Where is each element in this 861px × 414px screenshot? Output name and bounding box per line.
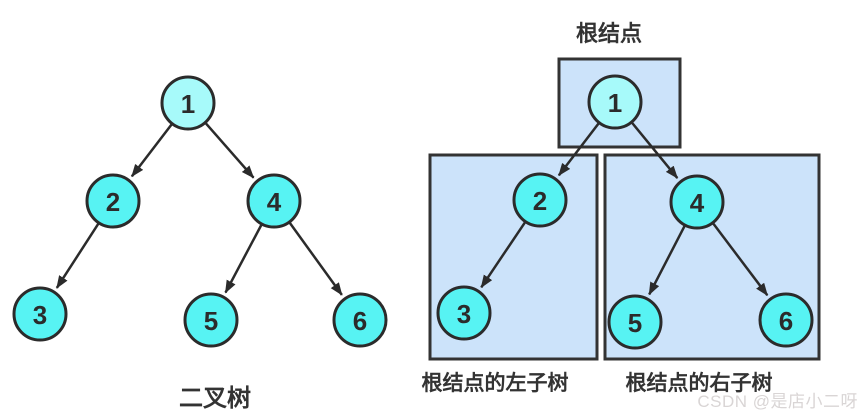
tree-node-6: [332, 292, 388, 348]
tree-node-2: [512, 172, 568, 228]
tree-node-5-value: 5: [628, 308, 642, 338]
tree-node-3: [436, 285, 492, 341]
tree-node-6: [758, 292, 814, 348]
csdn-watermark: CSDN @是店小二呀: [697, 392, 858, 411]
tree-edge-n1-n4: [204, 122, 255, 179]
tree-edge-n4-n5: [224, 224, 263, 294]
tree-node-1-value: 1: [181, 89, 195, 119]
tree-node-6-value: 6: [779, 306, 793, 336]
tree-node-3: [12, 286, 68, 342]
tree-node-2-value: 2: [533, 186, 547, 216]
tree-edge-n1-n2: [557, 122, 600, 177]
tree-node-2: [85, 173, 141, 229]
tree-node-1-value: 1: [608, 88, 622, 118]
tree-node-2-value: 2: [106, 187, 120, 217]
tree-edge-n2-n3: [480, 221, 526, 289]
tree-node-1: [160, 75, 216, 131]
tree-node-6-value: 6: [353, 306, 367, 336]
tree-node-5: [607, 294, 663, 350]
tree-node-4-value: 4: [267, 187, 282, 217]
tree-node-4: [669, 174, 725, 230]
tree-node-1: [587, 74, 643, 130]
left-subtree-label: 根结点的左子树: [422, 371, 569, 395]
tree-edge-n2-n3: [55, 223, 100, 289]
binary-tree-caption: 二叉树: [179, 385, 251, 412]
tree-node-5: [183, 292, 239, 348]
tree-edge-n4-n6: [712, 222, 769, 297]
tree-node-3-value: 3: [33, 300, 47, 330]
tree-edge-n1-n4: [631, 122, 679, 179]
right-subtree-label: 根结点的右子树: [626, 371, 773, 395]
tree-node-5-value: 5: [204, 306, 218, 336]
tree-node-4-value: 4: [690, 188, 705, 218]
tree-edge-n1-n2: [130, 123, 173, 178]
tree-node-4: [246, 173, 302, 229]
root-node-label: 根结点: [576, 21, 642, 46]
tree-node-3-value: 3: [457, 299, 471, 329]
tree-edge-n4-n5: [648, 225, 686, 296]
tree-edge-n4-n6: [288, 222, 343, 296]
